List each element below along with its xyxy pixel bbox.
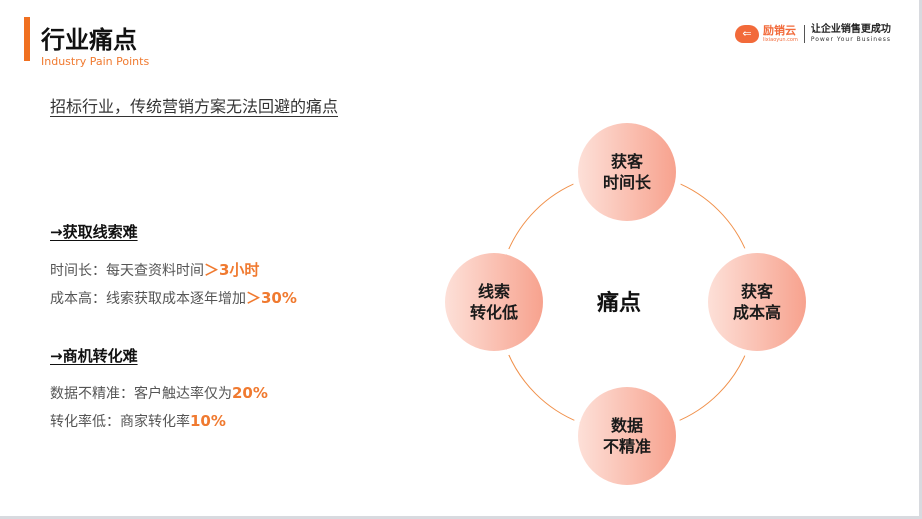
pain-node: 获客成本高	[708, 253, 806, 351]
pain-node: 获客时间长	[578, 123, 676, 221]
diagram-center-label: 痛点	[597, 291, 642, 316]
slogan-en: Power Your Business	[810, 36, 892, 43]
divider	[803, 24, 805, 43]
section-heading: →商机转化难	[50, 347, 138, 365]
intro-text: 招标行业，传统营销方案无法回避的痛点	[50, 97, 339, 116]
title-accent-bar	[24, 17, 30, 61]
slogan: 让企业销售更成功	[810, 24, 891, 35]
pain-node: 线索转化低	[445, 253, 543, 351]
pain-line: 时间长：每天查资料时间＞3小时	[50, 261, 260, 279]
pain-node: 数据不精准	[578, 387, 676, 485]
page-title: 行业痛点	[41, 26, 137, 54]
slide-border	[0, 516, 922, 519]
cloud-logo-icon: ⇐	[735, 24, 759, 43]
pain-line: 数据不精准：客户触达率仅为20%	[50, 384, 268, 402]
slide-border	[919, 0, 922, 519]
section-heading: →获取线索难	[50, 223, 138, 241]
page-subtitle: Industry Pain Points	[41, 55, 150, 68]
logo-domain: lixiaoyun.com	[763, 36, 798, 43]
pain-line: 成本高：线索获取成本逐年增加＞30%	[50, 289, 297, 307]
pain-line: 转化率低：商家转化率10%	[50, 412, 226, 430]
logo-name: 励销云	[763, 23, 796, 37]
